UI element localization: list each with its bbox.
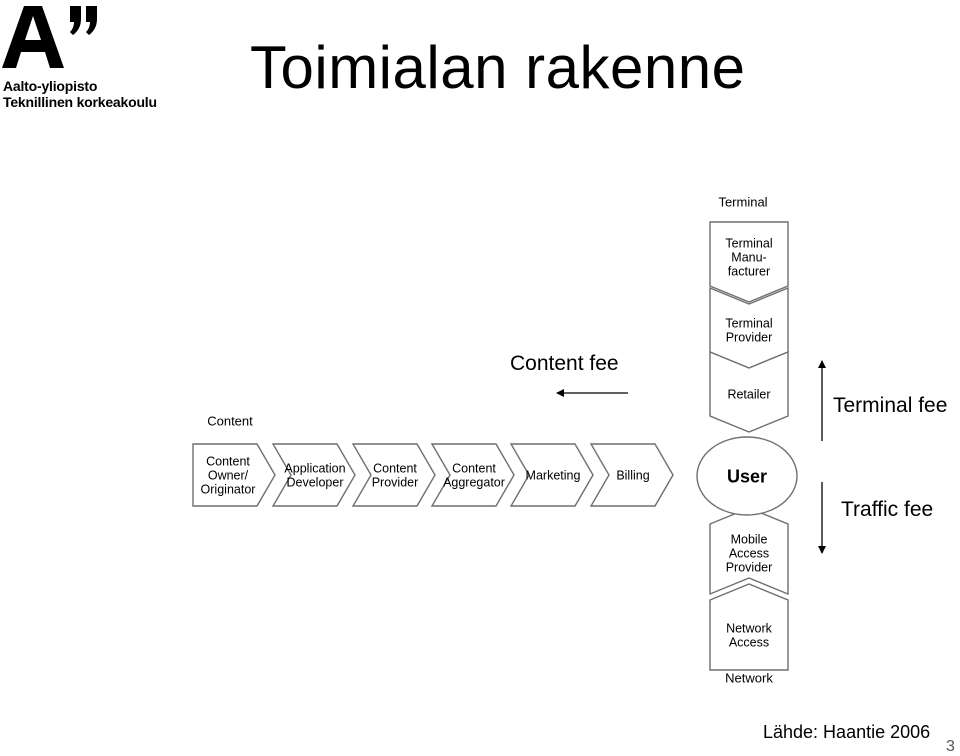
logo-school-name: Teknillinen korkeakoulu xyxy=(3,94,157,110)
content-chain-step xyxy=(351,443,436,507)
aalto-a-logo-mark xyxy=(2,6,97,68)
content-section-label: Content xyxy=(207,414,253,429)
terminal-chain-step-label: Retailer xyxy=(727,388,770,402)
terminal-chain-step xyxy=(709,221,789,303)
page-title: Toimialan rakenne xyxy=(250,34,746,101)
content-chain-step-label: Billing xyxy=(616,469,649,483)
content-chain-step xyxy=(192,443,276,507)
content-fee-label: Content fee xyxy=(510,352,619,375)
page-number: 3 xyxy=(946,738,955,755)
terminal-fee-label: Terminal fee xyxy=(833,394,948,417)
logo-university-name: Aalto-yliopisto xyxy=(3,78,98,94)
user-node xyxy=(696,436,798,516)
network-chain-step xyxy=(709,583,789,671)
network-section-label: Network xyxy=(725,671,773,686)
terminal-section-label: Terminal xyxy=(718,195,767,210)
content-chain-step xyxy=(430,443,515,507)
source-citation: Lähde: Haantie 2006 xyxy=(763,722,931,742)
content-chain-step xyxy=(509,443,594,507)
user-node-label: User xyxy=(727,466,767,486)
content-chain-step xyxy=(271,443,356,507)
traffic-fee-label: Traffic fee xyxy=(841,498,934,521)
content-chain-step xyxy=(589,443,674,507)
content-chain-step-label: Marketing xyxy=(526,469,581,483)
terminal-chain-step xyxy=(709,350,789,433)
aalto-logo: Aalto-yliopisto Teknillinen korkeakoulu xyxy=(0,0,175,115)
